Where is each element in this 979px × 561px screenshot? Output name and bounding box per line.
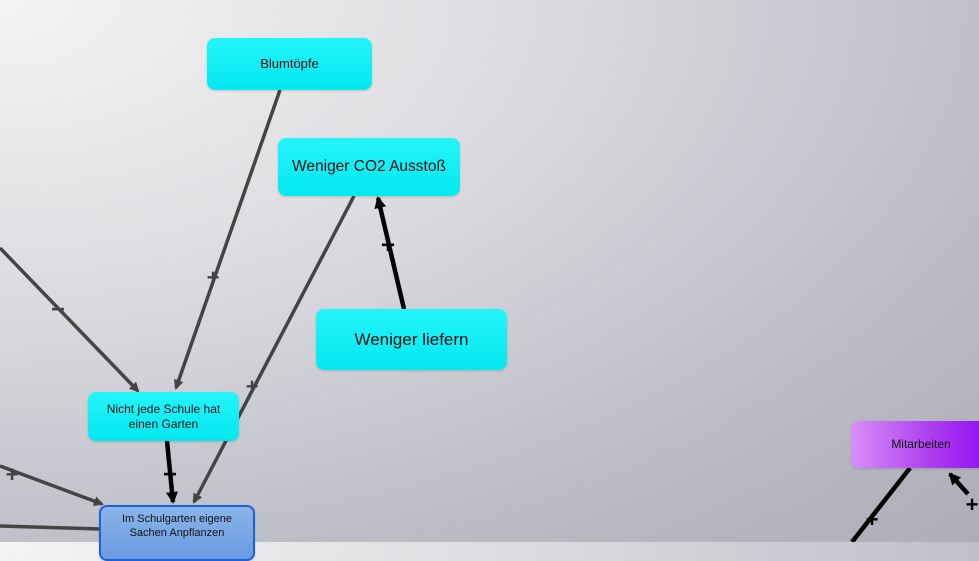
node-mitarbeiten[interactable]: Mitarbeiten: [851, 421, 979, 468]
edge-sign-weniger-co2: +: [246, 374, 259, 399]
edge-offscreen-nicht-jede-schule[interactable]: [0, 246, 140, 393]
edge-sign-offscreen-left-minus: −: [51, 296, 65, 323]
edge-sign-offscreen-left-plus: +: [6, 462, 19, 487]
node-mitarbeiten-label: Mitarbeiten: [891, 437, 951, 451]
node-schulgarten-label: Im Schulgarten eigene Sachen Anpflanzen: [121, 513, 233, 539]
node-weniger-co2[interactable]: Weniger CO2 Ausstoß: [278, 138, 460, 196]
node-weniger-liefern-label: Weniger liefern: [354, 329, 469, 349]
edge-sign-blumtoepfe: +: [207, 265, 220, 290]
node-weniger-co2-label: Weniger CO2 Ausstoß: [292, 158, 446, 176]
edge-offscreen-right-mitarbeiten[interactable]: [948, 472, 970, 496]
edge-sign-weniger-liefern: +: [381, 232, 395, 259]
edge-offscreen-bottom-mitarbeiten[interactable]: [850, 466, 912, 542]
edges-layer: + + + − − + + +: [0, 89, 979, 542]
node-blumtoepfe-label: Blumtöpfe: [260, 55, 319, 71]
edge-sign-offscreen-bottom: +: [866, 507, 879, 532]
edge-weniger-liefern-weniger-co2[interactable]: [374, 196, 407, 310]
edge-nicht-jede-schule-schulgarten[interactable]: [164, 440, 178, 504]
node-weniger-liefern[interactable]: Weniger liefern: [316, 309, 507, 370]
edge-offscreen-left-schulgarten-plus[interactable]: [0, 464, 104, 506]
edge-sign-offscreen-right: +: [966, 492, 979, 517]
node-nicht-jede-schule-label: Nicht jede Schule hat einen Garten: [106, 401, 221, 431]
node-nicht-jede-schule[interactable]: Nicht jede Schule hat einen Garten: [88, 392, 239, 441]
edge-offscreen-left-schulgarten[interactable]: [0, 524, 101, 531]
edge-weniger-co2-schulgarten[interactable]: [192, 195, 356, 504]
edge-blumtoepfe-nicht-jede-schule[interactable]: [173, 89, 282, 390]
node-blumtoepfe[interactable]: Blumtöpfe: [207, 38, 372, 90]
edge-sign-nicht-jede-schule: −: [163, 461, 177, 488]
node-schulgarten[interactable]: Im Schulgarten eigene Sachen Anpflanzen: [99, 505, 255, 561]
